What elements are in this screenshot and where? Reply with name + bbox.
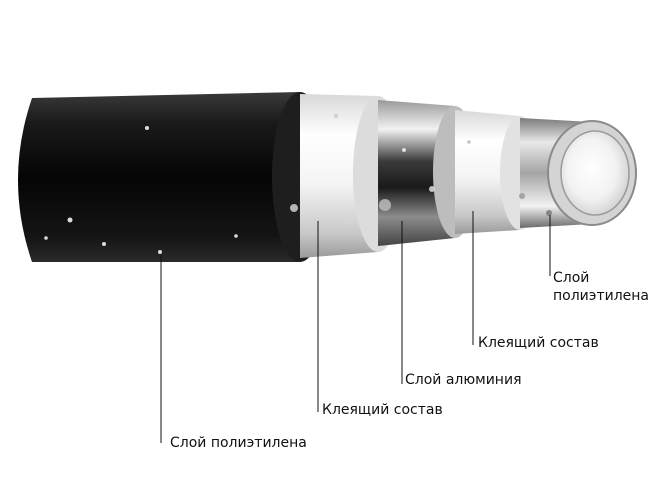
label-inner-polyethylene: Слой полиэтилена: [553, 270, 649, 304]
label-aluminum: Слой алюминия: [405, 372, 521, 388]
label-inner-polyethylene-line2: полиэтилена: [553, 288, 649, 304]
inner-polyethylene-layer: [520, 118, 637, 228]
leader-lines: [160, 211, 551, 443]
label-outer-adhesive: Клеящий состав: [322, 402, 443, 418]
label-inner-adhesive: Клеящий состав: [478, 335, 599, 351]
water-droplets: [44, 113, 552, 254]
label-inner-polyethylene-line1: Слой: [553, 270, 589, 286]
label-outer-polyethylene: Слой полиэтилена: [170, 435, 307, 451]
outer-polyethylene-layer: [18, 92, 328, 262]
